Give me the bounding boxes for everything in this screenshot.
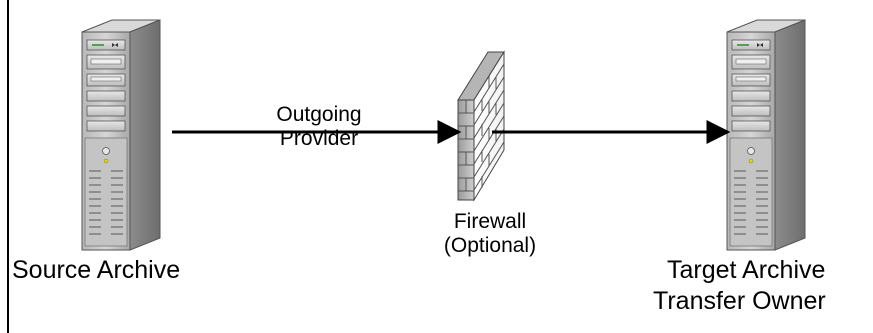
- firewall-icon: [457, 50, 505, 202]
- target-archive-label: Target Archive Transfer Owner: [653, 256, 873, 333]
- firewall-label: Firewall (Optional): [430, 210, 550, 258]
- firewall-label-line1: Firewall: [453, 210, 527, 233]
- source-archive-label: Source Archive: [12, 256, 181, 284]
- provider-label-line2: Provider: [279, 127, 359, 150]
- target-server-icon: [726, 19, 806, 251]
- source-server-icon: [81, 19, 161, 251]
- provider-label: Outgoing Provider: [258, 103, 380, 151]
- firewall-label-line2: (Optional): [443, 234, 537, 257]
- target-archive-line1: Target Archive: [667, 256, 826, 284]
- provider-label-line1: Outgoing: [276, 103, 362, 126]
- target-archive-line2: Transfer Owner: [653, 287, 826, 315]
- left-divider: [7, 0, 9, 333]
